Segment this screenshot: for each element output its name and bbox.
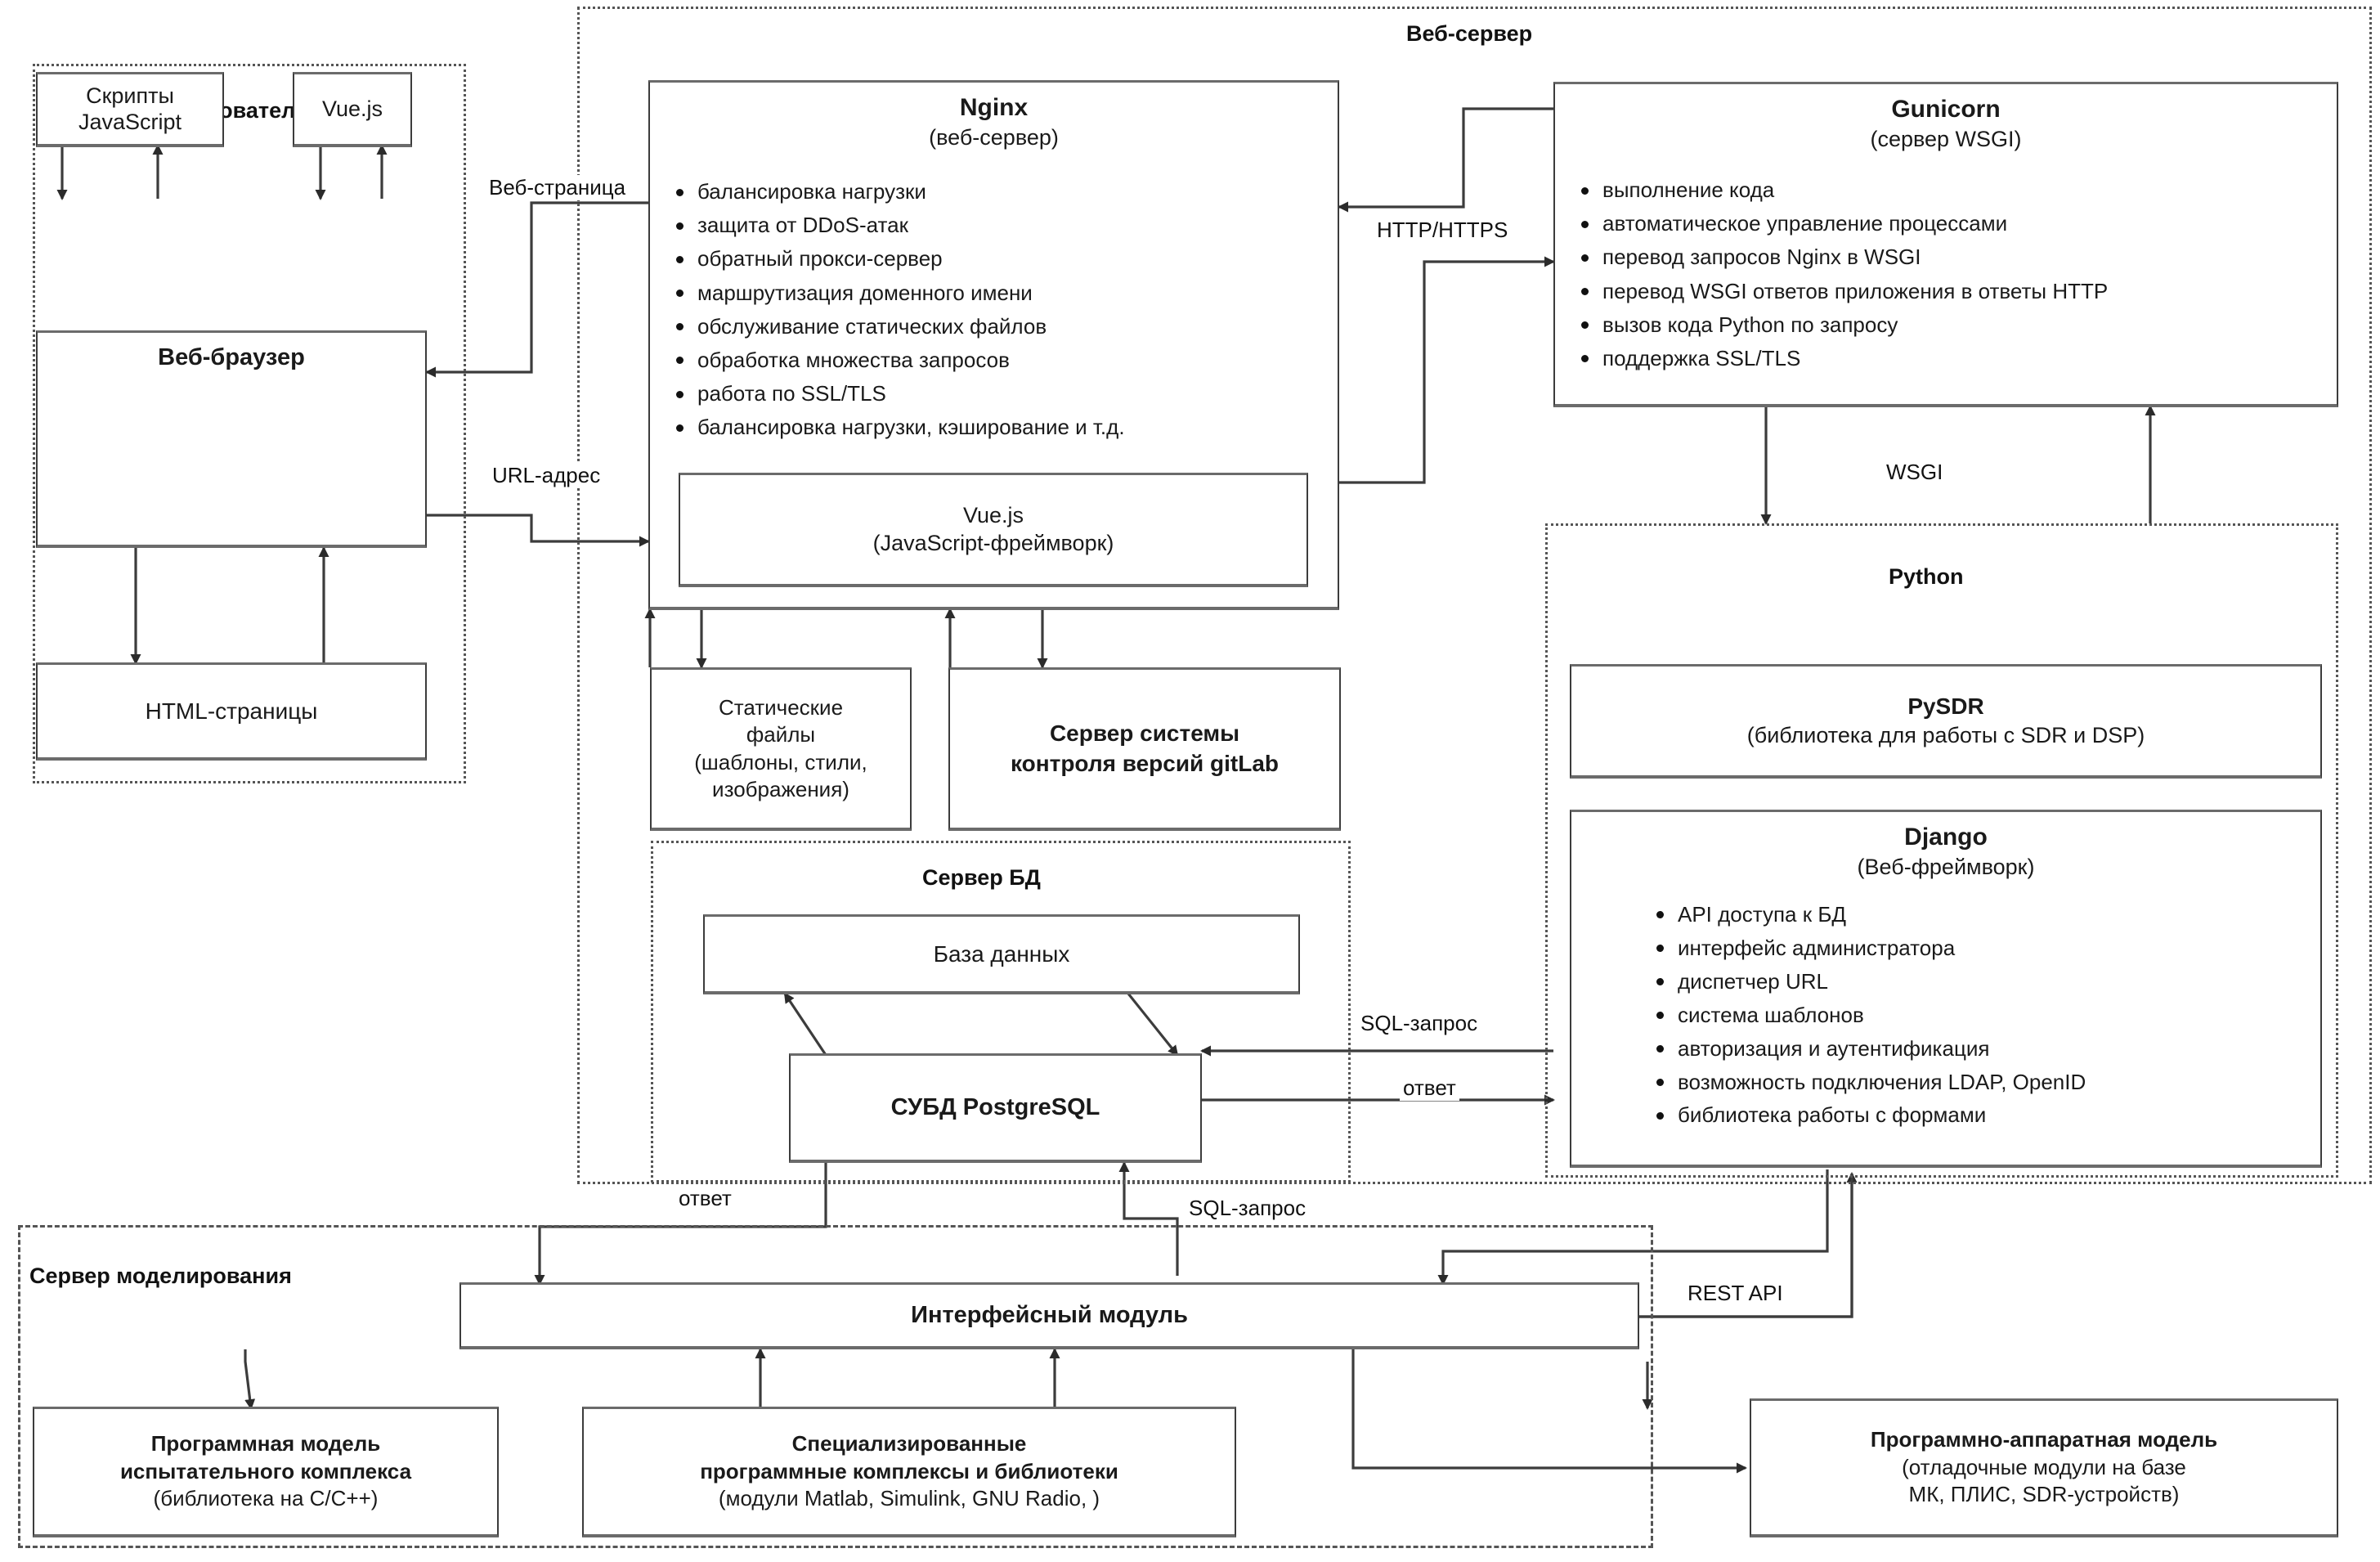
static-files-line2: файлы (746, 722, 816, 747)
list-item: маршрутизация доменного имени (676, 278, 1338, 308)
zone-python (1545, 523, 2338, 1178)
edge-label-sql-query-right: SQL-запрос (1357, 1011, 1481, 1036)
list-item: обработка множества запросов (676, 345, 1338, 375)
web-browser-label: Веб-браузер (158, 344, 305, 370)
list-item: балансировка нагрузки, кэширование и т.д… (676, 412, 1338, 442)
zone-web-server-title: Веб-сервер (1406, 21, 1533, 46)
sw-model-line3: (библиотека на C/C++) (153, 1486, 379, 1511)
edge-label-web-page: Веб-страница (486, 175, 630, 200)
edge-label-answer-right: ответ (1400, 1075, 1459, 1101)
box-js-scripts[interactable]: Скрипты JavaScript (36, 72, 224, 147)
box-hw-model[interactable]: Программно-аппаратная модель (отладочные… (1750, 1398, 2338, 1537)
zone-db-server (651, 841, 1351, 1183)
box-django[interactable]: Django (Веб-фреймворк) API доступа к БД … (1570, 810, 2322, 1168)
box-database[interactable]: База данных (703, 914, 1300, 994)
list-item: перевод WSGI ответов приложения в ответы… (1581, 276, 2337, 307)
database-label: База данных (933, 940, 1070, 967)
vue-framework-title: Vue.js (962, 502, 1024, 527)
box-interface-module[interactable]: Интерфейсный модуль (459, 1282, 1639, 1349)
list-item: возможность подключения LDAP, OpenID (1656, 1067, 2320, 1097)
zone-user-host (33, 64, 466, 783)
gunicorn-subtitle: (сервер WSGI) (1870, 127, 2022, 151)
specialized-line1: Специализированные (791, 1430, 1027, 1456)
pysdr-subtitle: (библиотека для работы с SDR и DSP) (1746, 723, 2145, 748)
list-item: библиотека работы с формами (1656, 1100, 2320, 1130)
static-files-line4: изображения) (712, 776, 849, 801)
html-pages-label: HTML-страницы (145, 698, 318, 724)
django-feature-list: API доступа к БД интерфейс администратор… (1571, 900, 2320, 1130)
js-scripts-line2: JavaScript (78, 109, 182, 134)
gitlab-line2: контроля версий gitLab (1010, 750, 1280, 776)
list-item: поддержка SSL/TLS (1581, 343, 2337, 374)
box-static-files[interactable]: Статические файлы (шаблоны, стили, изобр… (650, 667, 912, 831)
zone-sim-server (18, 1225, 1653, 1548)
list-item: вызов кода Python по запросу (1581, 310, 2337, 340)
edge-label-url-address: URL-адрес (489, 463, 604, 488)
list-item: автоматическое управление процессами (1581, 209, 2337, 239)
edge-label-rest-api: REST API (1684, 1281, 1786, 1306)
edge-label-wsgi: WSGI (1883, 460, 1947, 485)
box-pysdr[interactable]: PySDR (библиотека для работы с SDR и DSP… (1570, 664, 2322, 779)
django-subtitle: (Веб-фреймворк) (1857, 855, 2035, 879)
nginx-subtitle: (веб-сервер) (929, 125, 1059, 150)
list-item: система шаблонов (1656, 1000, 2320, 1030)
list-item: диспетчер URL (1656, 967, 2320, 997)
hw-model-line3: МК, ПЛИС, SDR-устройств) (1908, 1482, 2180, 1507)
gunicorn-title: Gunicorn (1891, 96, 2001, 123)
box-html-pages[interactable]: HTML-страницы (36, 662, 427, 761)
box-specialized-software[interactable]: Специализированные программные комплексы… (582, 1407, 1236, 1537)
box-postgresql[interactable]: СУБД PostgreSQL (789, 1053, 1202, 1163)
list-item: выполнение кода (1581, 175, 2337, 205)
box-gitlab-server[interactable]: Сервер системы контроля версий gitLab (948, 667, 1341, 831)
box-vue-framework[interactable]: Vue.js (JavaScript-фреймворк) (679, 473, 1308, 587)
edge-label-answer-bottom: ответ (675, 1186, 735, 1211)
list-item: обратный прокси-сервер (676, 244, 1338, 274)
list-item: балансировка нагрузки (676, 177, 1338, 207)
box-gunicorn[interactable]: Gunicorn (сервер WSGI) выполнение кода а… (1553, 82, 2338, 407)
pysdr-title: PySDR (1907, 693, 1984, 720)
sw-model-line1: Программная модель (150, 1430, 381, 1456)
postgresql-label: СУБД PostgreSQL (890, 1094, 1100, 1120)
interface-module-label: Интерфейсный модуль (911, 1302, 1188, 1328)
django-title: Django (1904, 824, 1988, 851)
zone-sim-server-title: Сервер моделирования (29, 1264, 292, 1288)
nginx-title: Nginx (959, 94, 1029, 121)
box-vue-client[interactable]: Vue.js (293, 72, 412, 147)
list-item: обслуживание статических файлов (676, 312, 1338, 342)
hw-model-line1: Программно-аппаратная модель (1870, 1426, 2218, 1452)
vue-framework-subtitle: (JavaScript-фреймворк) (872, 530, 1114, 555)
gunicorn-feature-list: выполнение кода автоматическое управлени… (1555, 175, 2337, 374)
js-scripts-line1: Скрипты (86, 83, 174, 108)
box-sw-model[interactable]: Программная модель испытательного компле… (33, 1407, 499, 1537)
list-item: работа по SSL/TLS (676, 379, 1338, 409)
specialized-line3: (модули Matlab, Simulink, GNU Radio, ) (718, 1486, 1100, 1511)
list-item: защита от DDoS-атак (676, 210, 1338, 240)
specialized-line2: программные комплексы и библиотеки (700, 1458, 1118, 1483)
nginx-feature-list: балансировка нагрузки защита от DDoS-ата… (650, 177, 1338, 442)
list-item: перевод запросов Nginx в WSGI (1581, 242, 2337, 272)
gitlab-line1: Сервер системы (1049, 720, 1240, 747)
list-item: интерфейс администратора (1656, 933, 2320, 963)
edge-label-http-https: HTTP/HTTPS (1374, 218, 1512, 243)
edge-label-sql-query-bottom: SQL-запрос (1186, 1196, 1310, 1221)
zone-db-server-title: Сервер БД (922, 865, 1041, 890)
static-files-line3: (шаблоны, стили, (694, 749, 867, 774)
list-item: авторизация и аутентификация (1656, 1034, 2320, 1064)
sw-model-line2: испытательного комплекса (119, 1458, 412, 1483)
static-files-line1: Статические (718, 694, 844, 720)
vue-client-line1: Vue.js (321, 97, 383, 121)
box-web-browser[interactable]: Веб-браузер (36, 330, 427, 548)
zone-python-title: Python (1889, 564, 1964, 589)
zone-web-server (577, 7, 2372, 1184)
list-item: API доступа к БД (1656, 900, 2320, 930)
hw-model-line2: (отладочные модули на базе (1902, 1454, 2186, 1479)
